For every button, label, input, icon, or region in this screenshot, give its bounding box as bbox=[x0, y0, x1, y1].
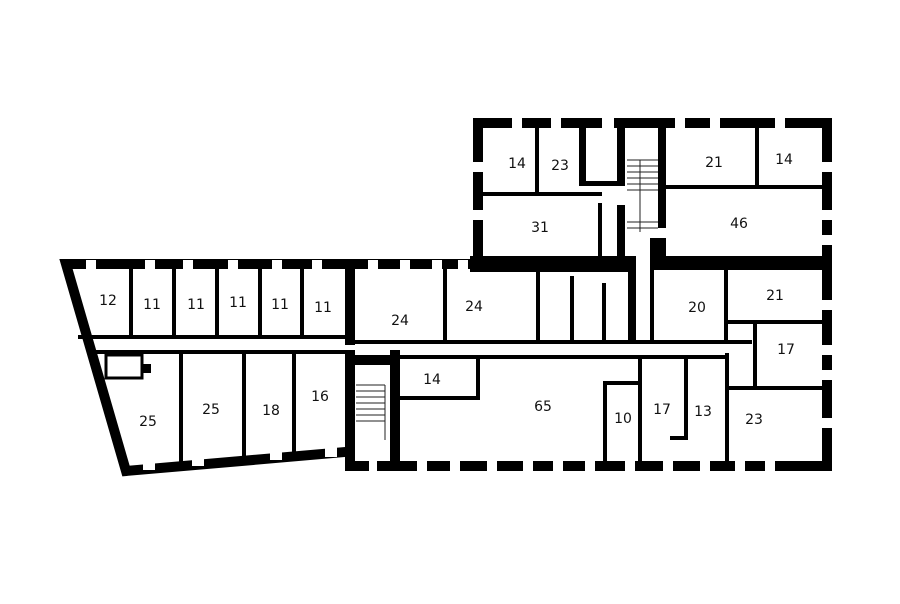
window bbox=[822, 345, 832, 355]
window bbox=[270, 450, 282, 460]
window bbox=[822, 370, 832, 380]
window bbox=[325, 447, 337, 457]
room-label: 11 bbox=[271, 297, 289, 313]
window bbox=[417, 461, 427, 471]
room-label: 11 bbox=[229, 295, 247, 311]
window bbox=[625, 461, 635, 471]
window bbox=[602, 118, 614, 128]
window bbox=[710, 118, 720, 128]
window bbox=[663, 461, 673, 471]
window bbox=[822, 162, 832, 172]
window bbox=[553, 461, 563, 471]
window bbox=[368, 260, 378, 269]
room-label: 10 bbox=[614, 411, 632, 427]
room-label: 18 bbox=[262, 403, 280, 419]
room-label: 23 bbox=[551, 158, 569, 174]
window bbox=[551, 118, 561, 128]
window bbox=[272, 260, 282, 269]
staircases bbox=[356, 159, 658, 440]
room-label: 31 bbox=[531, 220, 549, 236]
window bbox=[400, 260, 410, 269]
window bbox=[523, 461, 533, 471]
room-label: 14 bbox=[508, 156, 526, 172]
room-label: 24 bbox=[391, 313, 409, 329]
window bbox=[822, 418, 832, 428]
window bbox=[192, 456, 204, 466]
window bbox=[822, 300, 832, 310]
window bbox=[228, 260, 238, 269]
window bbox=[512, 118, 522, 128]
window bbox=[765, 461, 775, 471]
window bbox=[86, 260, 96, 269]
window bbox=[735, 461, 745, 471]
interior-walls bbox=[78, 126, 830, 465]
window bbox=[312, 260, 322, 269]
room-label: 65 bbox=[534, 399, 552, 415]
room-label: 46 bbox=[730, 216, 748, 232]
windows bbox=[86, 118, 832, 471]
room-label: 14 bbox=[423, 372, 441, 388]
window bbox=[183, 260, 193, 269]
window bbox=[822, 235, 832, 245]
window bbox=[143, 460, 155, 470]
room-label: 12 bbox=[99, 293, 117, 309]
window bbox=[675, 118, 685, 128]
room-label: 17 bbox=[777, 342, 795, 358]
window bbox=[487, 461, 497, 471]
room-label: 11 bbox=[314, 300, 332, 316]
window bbox=[822, 210, 832, 220]
window bbox=[369, 461, 377, 471]
room-label: 21 bbox=[705, 155, 723, 171]
window bbox=[145, 260, 155, 269]
window bbox=[450, 461, 460, 471]
room-label: 16 bbox=[311, 389, 329, 405]
room-label: 25 bbox=[202, 402, 220, 418]
room-labels: 12 11 11 11 11 11 25 25 18 16 24 24 14 65 10 17 13 23 17 20… bbox=[99, 152, 795, 430]
room-label: 23 bbox=[745, 412, 763, 428]
room-label: 11 bbox=[143, 297, 161, 313]
window bbox=[458, 260, 468, 269]
room-label: 17 bbox=[653, 402, 671, 418]
room-label: 25 bbox=[139, 414, 157, 430]
room-label: 24 bbox=[465, 299, 483, 315]
window bbox=[700, 461, 710, 471]
room-label: 11 bbox=[187, 297, 205, 313]
room-label: 20 bbox=[688, 300, 706, 316]
window bbox=[775, 118, 785, 128]
window bbox=[585, 461, 595, 471]
window bbox=[473, 210, 483, 220]
window bbox=[473, 162, 483, 172]
room-label: 14 bbox=[775, 152, 793, 168]
window bbox=[432, 260, 442, 269]
room-label: 21 bbox=[766, 288, 784, 304]
room-label: 13 bbox=[694, 404, 712, 420]
